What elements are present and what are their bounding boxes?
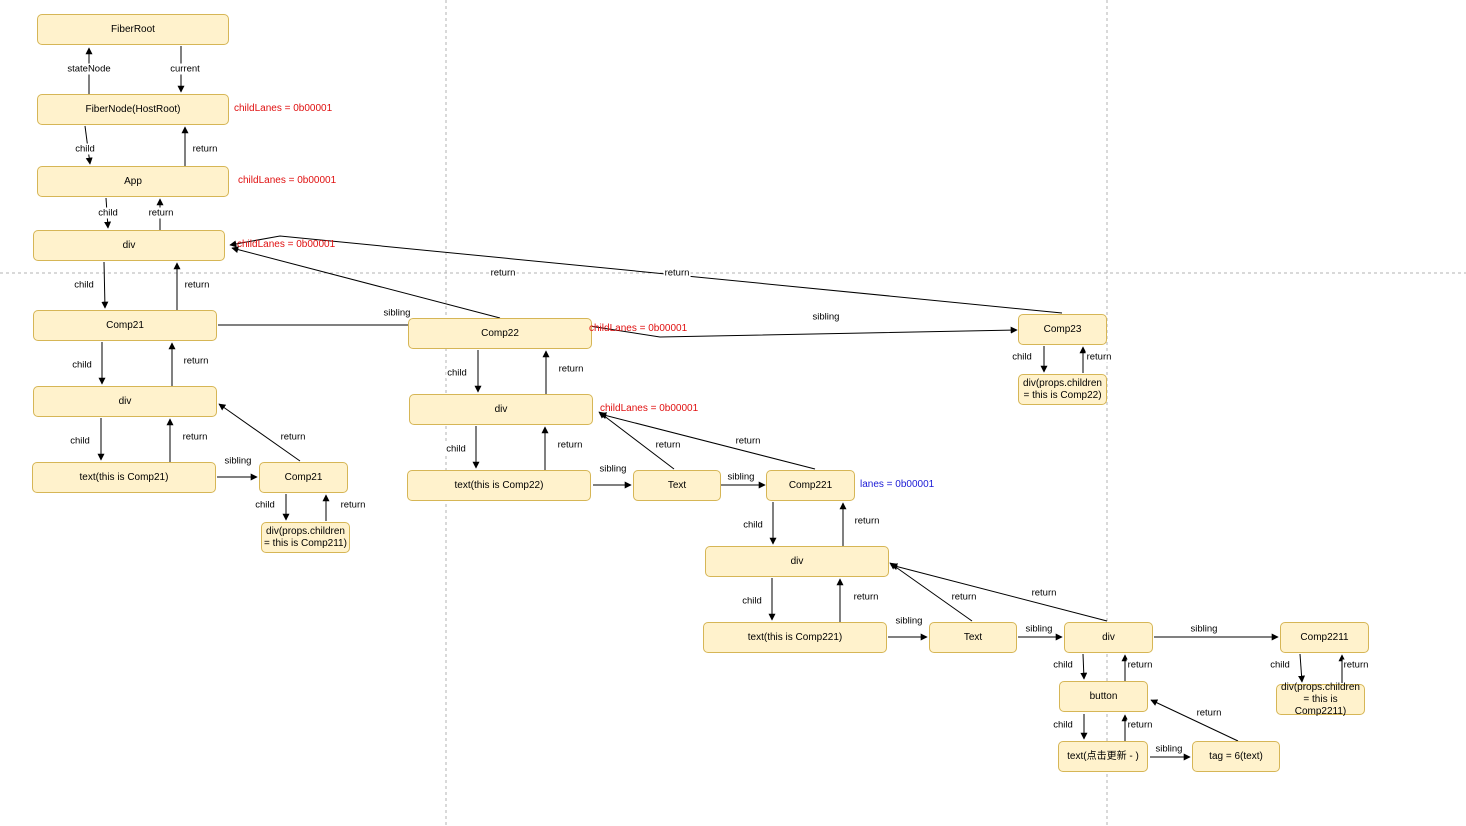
node-div21: div <box>33 386 217 417</box>
label-child: child <box>445 443 467 455</box>
label-sibling: sibling <box>382 307 412 319</box>
label-sibling: sibling <box>223 455 253 467</box>
annotation-hostroot-childlanes: childLanes = 0b00001 <box>234 103 333 114</box>
label-return: return <box>654 439 682 451</box>
node-div22: div <box>409 394 593 425</box>
label-return: return <box>734 435 762 447</box>
node-hostroot: FiberNode(HostRoot) <box>37 94 229 125</box>
edge-comp22-sibling <box>582 324 1018 338</box>
node-text21: text(this is Comp21) <box>32 462 216 493</box>
label-sibling: sibling <box>1154 743 1184 755</box>
label-return: return <box>182 355 210 367</box>
label-child: child <box>254 499 276 511</box>
label-return: return <box>191 143 219 155</box>
label-child: child <box>1052 719 1074 731</box>
label-sibling: sibling <box>1189 623 1219 635</box>
edge-textb-return <box>889 562 973 622</box>
node-text22: text(this is Comp22) <box>407 470 591 501</box>
annotation-div22-childlanes: childLanes = 0b00001 <box>600 403 699 414</box>
label-sibling: sibling <box>1024 623 1054 635</box>
label-return: return <box>489 267 517 279</box>
label-child: child <box>71 359 93 371</box>
label-return: return <box>183 279 211 291</box>
edge-tag6-return <box>1150 699 1239 742</box>
label-statenode: stateNode <box>66 63 112 75</box>
edge-divc-return <box>890 563 1108 622</box>
annotation-comp22-childlanes: childLanes = 0b00001 <box>589 323 688 334</box>
node-text221: text(this is Comp221) <box>703 622 887 653</box>
label-child: child <box>97 207 119 219</box>
node-comp221: Comp221 <box>766 470 855 501</box>
annotation-div-childlanes: childLanes = 0b00001 <box>237 239 336 250</box>
node-text-a: Text <box>633 470 721 501</box>
node-comp22: Comp22 <box>408 318 592 349</box>
label-return: return <box>1195 707 1223 719</box>
label-return: return <box>1030 587 1058 599</box>
label-return: return <box>1085 351 1113 363</box>
edge-div-child <box>101 261 109 309</box>
edge-comp2211-child <box>1298 653 1306 683</box>
label-child: child <box>1011 351 1033 363</box>
edge-comp23-return <box>229 235 1063 314</box>
label-sibling: sibling <box>894 615 924 627</box>
label-return: return <box>339 499 367 511</box>
node-div221: div <box>705 546 889 577</box>
node-app: App <box>37 166 229 197</box>
node-comp23: Comp23 <box>1018 314 1107 345</box>
node-comp21b: Comp21 <box>259 462 348 493</box>
node-div2211: div(props.children = this is Comp2211) <box>1276 682 1365 717</box>
edge-divc-child <box>1080 653 1088 680</box>
label-return: return <box>1342 659 1370 671</box>
label-return: return <box>950 591 978 603</box>
label-return: return <box>557 363 585 375</box>
edge-comp21b-return <box>218 403 301 462</box>
label-return: return <box>147 207 175 219</box>
edge-texta-return <box>598 411 675 470</box>
node-comp2211: Comp2211 <box>1280 622 1369 653</box>
node-tag6: tag = 6(text) <box>1192 741 1280 772</box>
node-text-b: Text <box>929 622 1017 653</box>
node-comp21: Comp21 <box>33 310 217 341</box>
label-return: return <box>663 267 691 279</box>
edges <box>84 46 1346 761</box>
label-sibling: sibling <box>598 463 628 475</box>
annotation-comp221-lanes: lanes = 0b00001 <box>860 479 935 490</box>
label-child: child <box>1052 659 1074 671</box>
label-current: current <box>169 63 201 75</box>
label-child: child <box>69 435 91 447</box>
node-text-click: text(点击更新 - ) <box>1058 741 1148 772</box>
node-fiberroot: FiberRoot <box>37 14 229 45</box>
annotation-app-childlanes: childLanes = 0b00001 <box>238 175 337 186</box>
edge-comp221-return <box>599 412 816 470</box>
node-div211: div(props.children = this is Comp211) <box>261 522 350 553</box>
label-return: return <box>181 431 209 443</box>
label-return: return <box>1126 719 1154 731</box>
edge-comp22-return <box>231 246 501 319</box>
label-child: child <box>742 519 764 531</box>
label-child: child <box>446 367 468 379</box>
label-return: return <box>556 439 584 451</box>
node-div23: div(props.children = this is Comp22) <box>1018 374 1107 405</box>
label-child: child <box>741 595 763 607</box>
label-sibling: sibling <box>811 311 841 323</box>
label-return: return <box>279 431 307 443</box>
label-child: child <box>73 279 95 291</box>
label-child: child <box>74 143 96 155</box>
label-child: child <box>1269 659 1291 671</box>
label-return: return <box>852 591 880 603</box>
label-return: return <box>1126 659 1154 671</box>
node-div-c: div <box>1064 622 1153 653</box>
label-return: return <box>853 515 881 527</box>
node-div-root: div <box>33 230 225 261</box>
label-sibling: sibling <box>726 471 756 483</box>
node-button: button <box>1059 681 1148 712</box>
